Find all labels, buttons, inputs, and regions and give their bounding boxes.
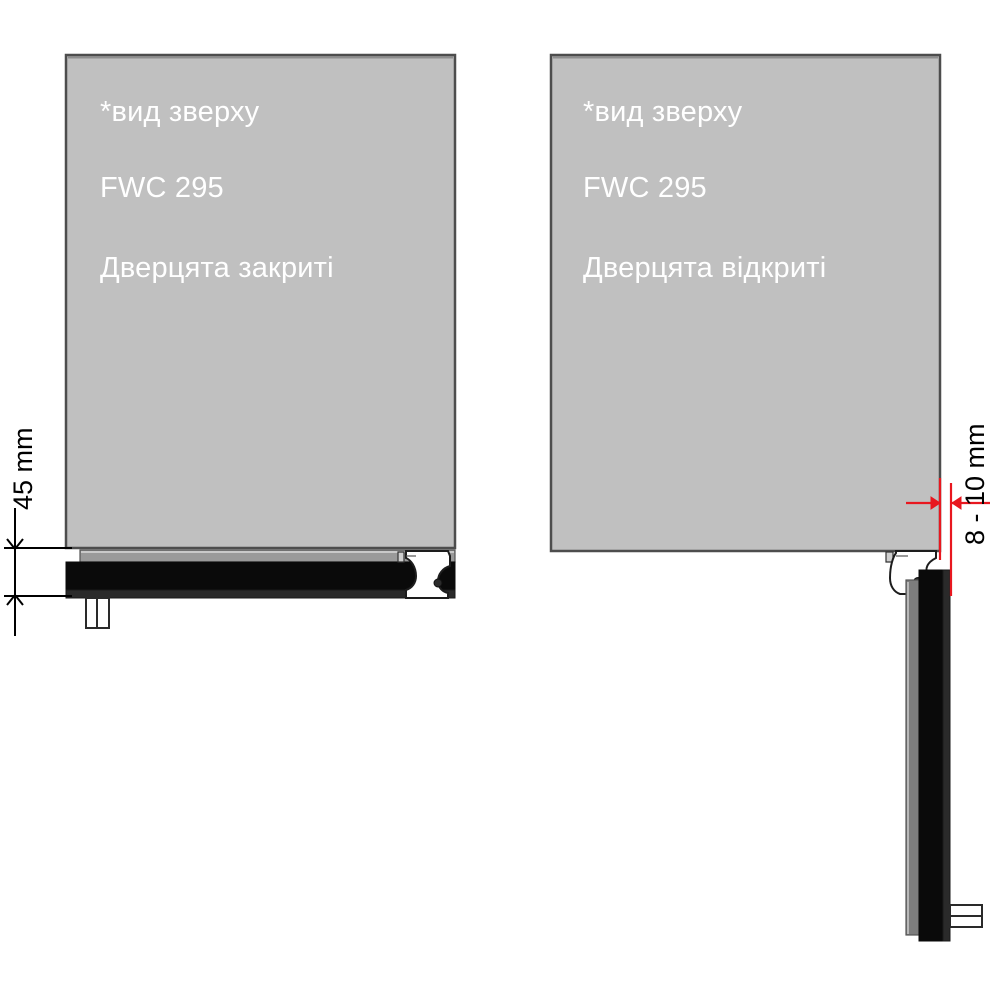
dimension-label-45mm: 45 mm [8,427,38,510]
state-label-closed: Дверцята закриті [100,252,334,284]
leveling-foot-open [949,904,983,928]
door-bottom-rail-closed [65,589,456,599]
model-label-open: FWC 295 [583,172,707,204]
state-label-open: Дверцята відкриті [583,252,827,284]
view-closed [4,53,457,636]
cabinet-body-open [549,53,942,553]
view-note-closed: *вид зверху [100,96,260,128]
model-label-closed: FWC 295 [100,172,224,204]
hinge-assembly-closed [397,550,451,599]
cabinet-body-closed [64,53,457,550]
door-outer-rail-open [942,569,951,942]
dimension-45mm [4,508,72,636]
view-note-open: *вид зверху [583,96,743,128]
dimension-label-gap: 8 - 10 mm [960,423,990,545]
dimension-gap-8-10mm [906,478,990,596]
leveling-foot-closed [85,597,110,629]
view-open [549,53,990,942]
